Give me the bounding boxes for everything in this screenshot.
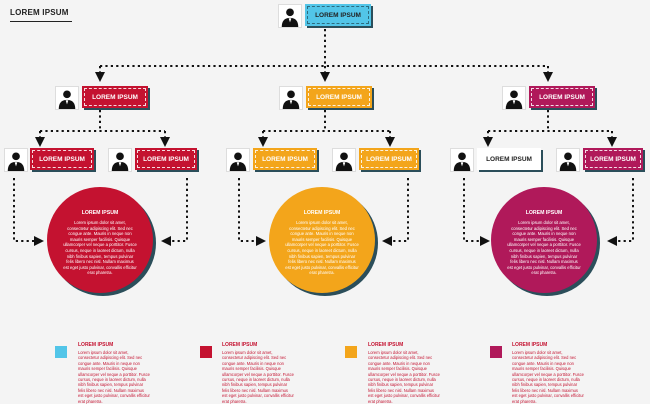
connector-elbow-3a <box>463 178 490 246</box>
businessman-avatar-icon <box>278 4 302 28</box>
branch-1-child-a-node[interactable]: LOREM IPSUM <box>30 148 94 170</box>
page-title: LOREM IPSUM <box>10 8 69 17</box>
legend-4-title: LOREM IPSUM <box>512 342 548 348</box>
branch-3-child-a-label: LOREM IPSUM <box>486 155 532 163</box>
branch-2-child-b-label: LOREM IPSUM <box>366 155 412 163</box>
legend-swatch-red <box>200 346 212 358</box>
businessman-avatar-icon <box>502 86 526 110</box>
legend-1-body: Lorem ipsum dolor sit amet, consectetur … <box>78 350 150 404</box>
branch-3-child-a-node[interactable]: LOREM IPSUM <box>477 148 541 170</box>
branch-2-child-a-label: LOREM IPSUM <box>262 155 308 163</box>
root-node[interactable]: LOREM IPSUM <box>305 4 371 26</box>
businessman-avatar-icon <box>279 86 303 110</box>
branch-3-node[interactable]: LOREM IPSUM <box>529 86 595 108</box>
branch-2-node[interactable]: LOREM IPSUM <box>306 86 372 108</box>
businessman-avatar-icon <box>4 148 28 172</box>
legend-swatch-cyan <box>55 346 67 358</box>
branch-1-child-a-label: LOREM IPSUM <box>39 155 85 163</box>
businessman-avatar-icon <box>108 148 132 172</box>
legend-2-title: LOREM IPSUM <box>222 342 258 348</box>
root-node-label: LOREM IPSUM <box>315 11 361 19</box>
connector-elbow-1b <box>161 178 188 246</box>
legend-swatch-orange <box>345 346 357 358</box>
legend-1-title: LOREM IPSUM <box>78 342 114 348</box>
businessman-avatar-icon <box>556 148 580 172</box>
branch-3-circle: LOREM IPSUM Lorem ipsum dolor sit amet, … <box>491 187 597 293</box>
businessman-avatar-icon <box>226 148 250 172</box>
branch-1-label: LOREM IPSUM <box>92 93 138 101</box>
legend-2-body: Lorem ipsum dolor sit amet, consectetur … <box>222 350 294 404</box>
branch-2-child-b-node[interactable]: LOREM IPSUM <box>359 148 419 170</box>
branch-3-circle-body: Lorem ipsum dolor sit amet, consectetur … <box>507 220 581 276</box>
connector-elbow-2a <box>238 178 266 246</box>
branch-2-circle-body: Lorem ipsum dolor sit amet, consectetur … <box>285 220 359 276</box>
connector-elbow-2b <box>382 178 409 246</box>
connector-elbow-1a <box>13 178 44 246</box>
businessman-avatar-icon <box>450 148 474 172</box>
branch-3-child-b-node[interactable]: LOREM IPSUM <box>583 148 643 170</box>
branch-1-child-b-node[interactable]: LOREM IPSUM <box>135 148 197 170</box>
legend-3-title: LOREM IPSUM <box>368 342 404 348</box>
legend-swatch-magenta <box>490 346 502 358</box>
branch-2-label: LOREM IPSUM <box>316 93 362 101</box>
businessman-avatar-icon <box>55 86 79 110</box>
branch-2-circle-title: LOREM IPSUM <box>303 210 341 216</box>
branch-1-circle-title: LOREM IPSUM <box>81 210 119 216</box>
branch-3-label: LOREM IPSUM <box>539 93 585 101</box>
legend-3-body: Lorem ipsum dolor sit amet, consectetur … <box>368 350 440 404</box>
branch-1-circle: LOREM IPSUM Lorem ipsum dolor sit amet, … <box>47 187 153 293</box>
title-underline <box>10 21 72 22</box>
branch-1-node[interactable]: LOREM IPSUM <box>82 86 148 108</box>
connector-elbow-3b <box>607 178 634 246</box>
branch-2-circle: LOREM IPSUM Lorem ipsum dolor sit amet, … <box>269 187 375 293</box>
businessman-avatar-icon <box>332 148 356 172</box>
branch-1-circle-body: Lorem ipsum dolor sit amet, consectetur … <box>63 220 137 276</box>
branch-3-child-b-label: LOREM IPSUM <box>590 155 636 163</box>
branch-1-child-b-label: LOREM IPSUM <box>143 155 189 163</box>
legend-4-body: Lorem ipsum dolor sit amet, consectetur … <box>512 350 584 404</box>
branch-3-circle-title: LOREM IPSUM <box>525 210 563 216</box>
branch-2-child-a-node[interactable]: LOREM IPSUM <box>253 148 317 170</box>
